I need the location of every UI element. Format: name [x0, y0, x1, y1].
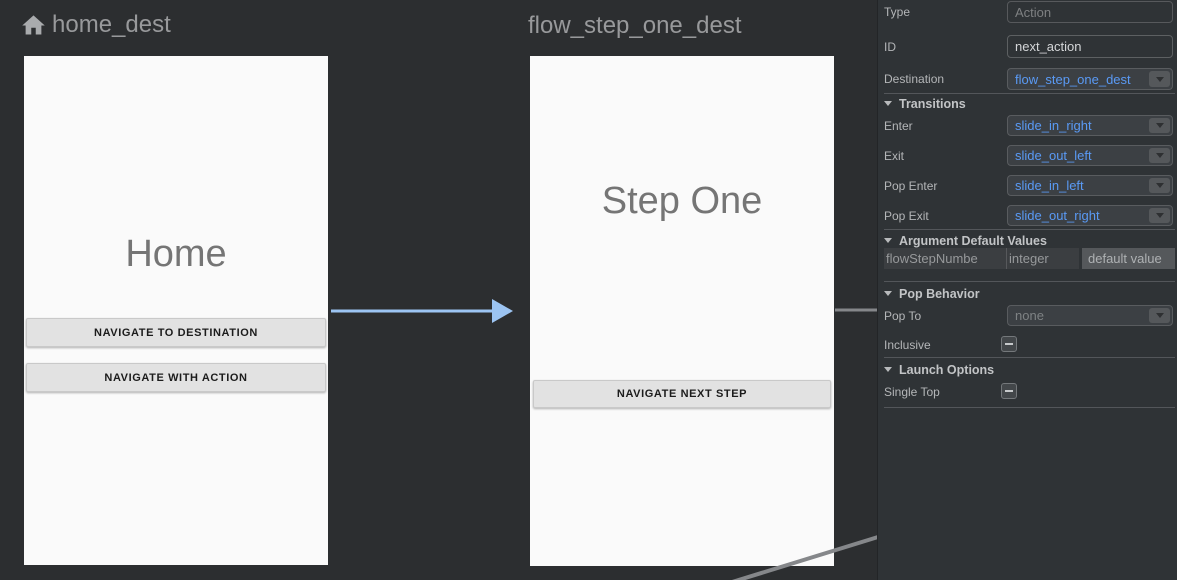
pop-behavior-section-header[interactable]: Pop Behavior: [884, 286, 1173, 301]
section-divider: [884, 407, 1175, 408]
argument-row: flowStepNumbe integer default value: [878, 248, 1177, 269]
id-label: ID: [884, 39, 896, 54]
section-divider: [884, 281, 1175, 282]
pop-enter-value: slide_in_left: [1015, 178, 1084, 193]
indeterminate-dash-icon: [1005, 390, 1013, 392]
screen-caption: Home: [125, 233, 227, 275]
destination-title-label: flow_step_one_dest: [528, 12, 742, 39]
enter-row: Enter slide_in_right: [884, 115, 1173, 136]
transitions-section-header[interactable]: Transitions: [884, 96, 1173, 111]
id-field[interactable]: next_action: [1007, 35, 1173, 58]
inclusive-checkbox[interactable]: [1001, 336, 1017, 352]
chevron-down-icon: [1149, 208, 1170, 223]
exit-label: Exit: [884, 148, 905, 163]
nav-graph-canvas[interactable]: home_dest Home NAVIGATE TO DESTINATION N…: [0, 0, 877, 580]
pop-enter-dropdown[interactable]: slide_in_left: [1007, 175, 1173, 196]
section-divider: [884, 93, 1175, 94]
navigate-next-step-button[interactable]: NAVIGATE NEXT STEP: [533, 380, 831, 408]
indeterminate-dash-icon: [1005, 343, 1013, 345]
destination-value: flow_step_one_dest: [1015, 71, 1131, 87]
collapse-triangle-icon: [884, 291, 892, 296]
chevron-down-icon: [1149, 178, 1170, 193]
screen-caption: Step One: [601, 180, 763, 222]
section-title: Pop Behavior: [899, 286, 980, 301]
device-screen-home[interactable]: Home NAVIGATE TO DESTINATION NAVIGATE WI…: [24, 56, 328, 565]
home-icon: [22, 14, 45, 34]
pop-enter-row: Pop Enter slide_in_left: [884, 175, 1173, 196]
collapse-triangle-icon: [884, 101, 892, 106]
destination-row: Destination flow_step_one_dest: [884, 68, 1173, 90]
pop-to-dropdown[interactable]: none: [1007, 305, 1173, 326]
device-screen-flow-step-one[interactable]: Step One NAVIGATE NEXT STEP: [530, 56, 834, 566]
inclusive-label: Inclusive: [884, 337, 931, 352]
properties-panel: Type Action ID next_action Destination f…: [877, 0, 1177, 580]
type-label: Type: [884, 5, 911, 19]
type-row: Type Action: [884, 1, 1173, 23]
single-top-checkbox[interactable]: [1001, 383, 1017, 399]
destination-title-flow-step-one[interactable]: flow_step_one_dest: [528, 12, 742, 40]
chevron-down-icon: [1149, 148, 1170, 163]
collapse-triangle-icon: [884, 238, 892, 243]
section-divider: [884, 357, 1175, 358]
navigate-with-action-button[interactable]: NAVIGATE WITH ACTION: [26, 363, 326, 392]
id-row: ID next_action: [884, 35, 1173, 58]
arrowhead-icon: [492, 299, 513, 323]
pop-to-label: Pop To: [884, 308, 922, 323]
destination-label: Destination: [884, 72, 945, 86]
exit-dropdown[interactable]: slide_out_left: [1007, 145, 1173, 166]
section-title: Launch Options: [899, 362, 995, 377]
section-title: Argument Default Values: [899, 233, 1047, 248]
chevron-down-icon: [1149, 118, 1170, 133]
single-top-row: Single Top: [884, 383, 1173, 400]
argument-default-value-field[interactable]: default value: [1082, 248, 1175, 269]
chevron-down-icon: [1149, 71, 1170, 87]
single-top-label: Single Top: [884, 384, 940, 399]
pop-exit-label: Pop Exit: [884, 208, 929, 223]
pop-to-row: Pop To none: [884, 305, 1173, 326]
pop-exit-value: slide_out_right: [1015, 208, 1100, 223]
exit-value: slide_out_left: [1015, 148, 1092, 163]
pop-to-value: none: [1015, 308, 1044, 323]
action-edge-selected[interactable]: [331, 299, 513, 323]
launch-options-section-header[interactable]: Launch Options: [884, 362, 1173, 377]
destination-title-home[interactable]: home_dest: [20, 11, 171, 39]
navigate-to-destination-button[interactable]: NAVIGATE TO DESTINATION: [26, 318, 326, 347]
enter-value: slide_in_right: [1015, 118, 1092, 133]
type-field[interactable]: Action: [1007, 1, 1173, 23]
argument-name-cell[interactable]: flowStepNumbe: [884, 248, 1006, 269]
pop-exit-dropdown[interactable]: slide_out_right: [1007, 205, 1173, 226]
exit-row: Exit slide_out_left: [884, 145, 1173, 166]
inclusive-row: Inclusive: [884, 336, 1173, 353]
enter-label: Enter: [884, 118, 913, 133]
destination-title-label: home_dest: [52, 11, 171, 38]
argument-defaults-section-header[interactable]: Argument Default Values: [884, 233, 1173, 248]
enter-dropdown[interactable]: slide_in_right: [1007, 115, 1173, 136]
destination-dropdown[interactable]: flow_step_one_dest: [1007, 68, 1173, 90]
section-divider: [884, 229, 1175, 230]
pop-exit-row: Pop Exit slide_out_right: [884, 205, 1173, 226]
collapse-triangle-icon: [884, 367, 892, 372]
pop-enter-label: Pop Enter: [884, 178, 938, 193]
argument-type-cell[interactable]: integer: [1006, 248, 1079, 269]
section-title: Transitions: [899, 96, 966, 111]
chevron-down-icon: [1149, 308, 1170, 323]
